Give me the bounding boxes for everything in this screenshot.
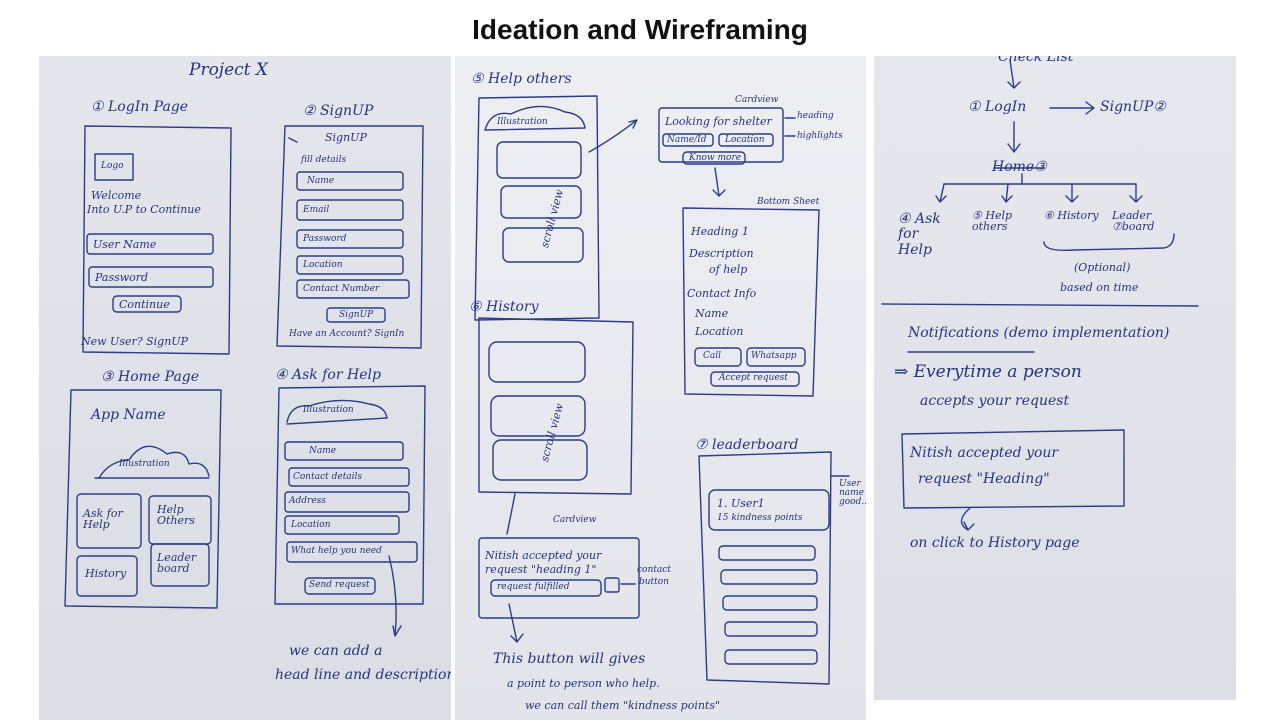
sheet-heading: Heading 1	[691, 225, 749, 238]
project-title: Project X	[189, 60, 268, 80]
history-card-line-2: request "heading 1"	[485, 563, 597, 576]
history-note-3: we can call them "kindness points"	[525, 699, 721, 712]
sheet-description-2: of help	[709, 263, 748, 276]
accept-request-button: Accept request	[719, 373, 788, 383]
new-user-link: New User? SignUP	[81, 335, 188, 348]
page-1-wireframe-drawing	[64, 125, 426, 637]
signup-field-contact: Contact Number	[303, 284, 380, 294]
onclick-history-note: on click to History page	[910, 535, 1080, 551]
heading-note: heading	[797, 111, 834, 121]
sheet-contact-info: Contact Info	[687, 287, 757, 300]
home-app-name: App Name	[91, 407, 166, 423]
sketch-page-3: Check List ① LogIn SignUP② Home③ ④ Ask f…	[874, 56, 1236, 700]
notifications-line-1: ⇒ Everytime a person	[894, 362, 1082, 382]
contact-note-2: button	[639, 577, 670, 587]
notification-box-line-2: request "Heading"	[918, 471, 1050, 487]
signup-field-location: Location	[303, 260, 343, 270]
ask-field-name: Name	[309, 446, 337, 456]
page-title: Ideation and Wireframing	[472, 14, 808, 45]
ask-note-line-2: head line and description	[275, 667, 451, 683]
tile-leaderboard: Leader board	[157, 551, 197, 575]
tile-ask-for-help: Ask for Help	[83, 507, 123, 531]
flow-login: ① LogIn	[968, 99, 1027, 115]
flow-signup: SignUP②	[1100, 99, 1166, 115]
signup-field-name: Name	[307, 176, 335, 186]
continue-button: Continue	[119, 298, 170, 311]
ask-field-location: Location	[291, 520, 331, 530]
card-know-more: Know more	[689, 153, 742, 163]
optional-label: (Optional)	[1074, 261, 1131, 274]
whatsapp-button: Whatsapp	[751, 351, 797, 361]
leader-user-line: 1. User1	[717, 497, 765, 510]
flow-home: Home③	[992, 159, 1047, 175]
home-heading: ③ Home Page	[101, 369, 200, 385]
page-3-flow-drawing	[881, 59, 1199, 531]
history-card-line-1: Nitish accepted your	[485, 549, 602, 562]
history-heading: ⑥ History	[469, 299, 539, 315]
sketch-page-2: ⑤ Help others Illustration scroll view C…	[455, 56, 866, 720]
based-on-time-label: based on time	[1060, 281, 1139, 294]
ask-note-line-1: we can add a	[289, 643, 383, 659]
leader-side-note: User name good...	[839, 479, 866, 507]
history-cardview-label: Cardview	[553, 515, 597, 525]
sheet-description-1: Description	[689, 247, 754, 260]
ask-illustration: Illustration	[303, 405, 354, 415]
request-fulfilled-button: request fulfilled	[497, 582, 570, 592]
ask-field-contact: Contact details	[293, 472, 363, 482]
sketch-page-1: Project X ① LogIn Page Logo Welcome Into…	[39, 56, 451, 720]
signup-field-password: Password	[303, 234, 347, 244]
card-title: Looking for shelter	[665, 115, 772, 128]
login-heading: ① LogIn Page	[91, 99, 189, 115]
username-field: User Name	[93, 238, 157, 251]
page-2-wireframe-drawing	[474, 95, 850, 685]
home-illustration: Illustration	[119, 459, 170, 469]
card-chip-name: Name/Id	[667, 135, 707, 145]
sheet-location: Location	[695, 325, 744, 338]
branch-leaderboard: Leader ⑦board	[1112, 209, 1155, 233]
welcome-line-2: Into U.P to Continue	[87, 203, 201, 216]
branch-history: ⑥ History	[1044, 209, 1099, 222]
password-field: Password	[95, 271, 149, 284]
history-note-1: This button will gives	[493, 651, 646, 667]
help-illustration: Illustration	[497, 117, 548, 127]
bottom-sheet-label: Bottom Sheet	[757, 197, 820, 207]
logo-label: Logo	[101, 161, 124, 171]
call-button: Call	[703, 351, 722, 361]
sheet-name: Name	[695, 307, 729, 320]
signup-button: SignUP	[339, 310, 374, 320]
signup-title: SignUP	[325, 131, 367, 144]
ask-heading: ④ Ask for Help	[275, 367, 381, 383]
contact-note-1: contact	[637, 565, 671, 575]
highlights-note: highlights	[797, 131, 843, 141]
signup-field-email: Email	[303, 205, 330, 215]
branch-ask-for-help: ④ Ask for Help	[898, 211, 941, 258]
branch-help-others: ⑤ Help others	[972, 209, 1013, 233]
signup-subtitle: fill details	[301, 155, 347, 165]
send-request-button: Send request	[309, 580, 370, 590]
cardview-label: Cardview	[735, 95, 779, 105]
notifications-title: Notifications (demo implementation)	[908, 325, 1170, 341]
help-others-heading: ⑤ Help others	[471, 71, 572, 87]
leaderboard-heading: ⑦ leaderboard	[695, 437, 799, 453]
signup-heading: ② SignUP	[303, 103, 374, 119]
ask-field-address: Address	[289, 496, 326, 506]
checklist-top: Check List	[998, 56, 1074, 65]
have-account-link: Have an Account? SignIn	[289, 329, 405, 339]
notifications-line-2: accepts your request	[920, 393, 1070, 409]
history-note-2: a point to person who help.	[507, 677, 660, 690]
welcome-line-1: Welcome	[91, 189, 142, 202]
ask-field-help: What help you need	[291, 546, 382, 556]
tile-history: History	[85, 567, 127, 580]
leader-points-line: 15 kindness points	[717, 513, 803, 523]
notification-box-line-1: Nitish accepted your	[910, 445, 1059, 461]
tile-help-others: Help Others	[157, 503, 195, 527]
card-chip-location: Location	[725, 135, 765, 145]
